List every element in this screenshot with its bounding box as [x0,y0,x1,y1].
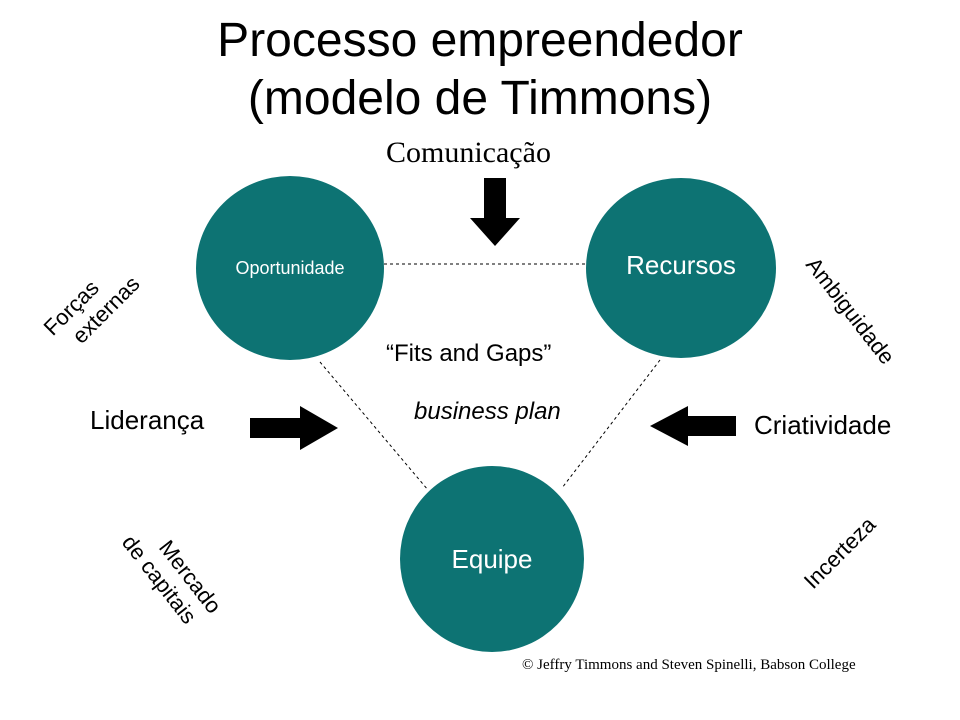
lideranca-label: Liderança [90,405,205,435]
fits-and-gaps-label: “Fits and Gaps” [386,340,552,367]
line-recursos-equipe [561,359,661,489]
node-oportunidade-label: Oportunidade [235,257,345,278]
node-equipe-label: Equipe [451,543,533,574]
copyright-text: © Jeffry Timmons and Steven Spinelli, Ba… [522,657,856,673]
node-equipe: Equipe [400,466,584,652]
page-title: Processo empreendedor (modelo de Timmons… [0,12,960,128]
arrow-left-criatividade [650,406,736,446]
criatividade-label: Criatividade [754,410,892,440]
title-line-2: (modelo de Timmons) [247,72,713,125]
arrow-down-comunicacao [470,178,520,246]
arrow-right-lideranca [250,406,338,450]
line-oportunidade-equipe [319,361,429,491]
node-oportunidade: Oportunidade [196,176,384,360]
node-recursos: Recursos [586,178,776,358]
title-line-1: Processo empreendedor [217,14,743,67]
node-recursos-label: Recursos [626,249,736,280]
business-plan-label: business plan [414,398,561,425]
comunicacao-label: Comunicação [386,136,551,169]
